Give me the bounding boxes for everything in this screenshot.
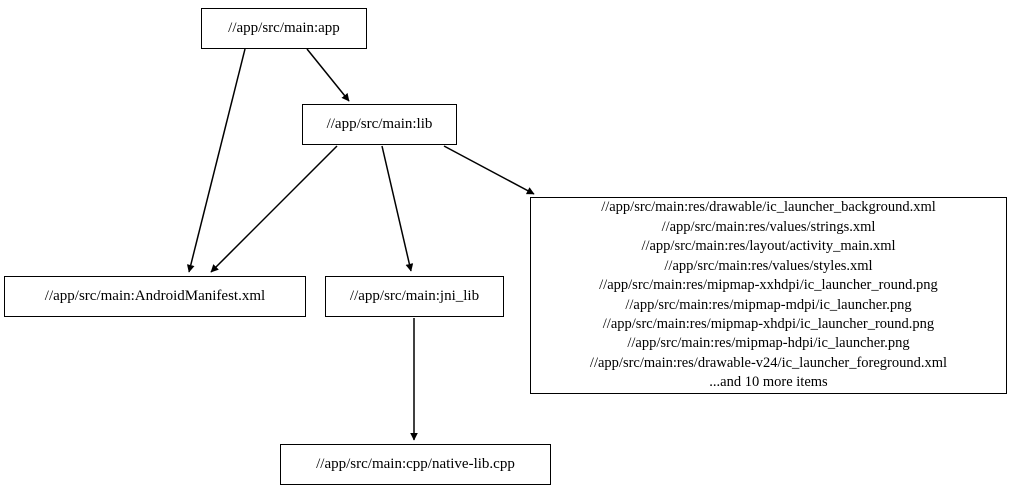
graph-node-res-bundle-label: //app/src/main:res/drawable/ic_launcher_… [589, 199, 948, 391]
graph-node-android-manifest[interactable]: //app/src/main:AndroidManifest.xml [4, 276, 306, 317]
graph-node-app[interactable]: //app/src/main:app [201, 8, 367, 49]
edge-lib-to-manifest [210, 145, 338, 273]
graph-node-native-lib-cpp[interactable]: //app/src/main:cpp/native-lib.cpp [280, 444, 551, 485]
graph-node-jni-lib-label: //app/src/main:jni_lib [349, 287, 480, 304]
edge-lib-to-res [443, 145, 535, 195]
graph-node-lib[interactable]: //app/src/main:lib [302, 104, 457, 145]
edge-app-to-manifest [186, 48, 246, 273]
graph-node-res-bundle[interactable]: //app/src/main:res/drawable/ic_launcher_… [530, 197, 1007, 394]
graph-node-app-label: //app/src/main:app [228, 19, 340, 36]
graph-node-native-lib-cpp-label: //app/src/main:cpp/native-lib.cpp [316, 455, 515, 472]
edge-app-to-lib [306, 48, 350, 102]
edge-lib-to-jni-lib [381, 145, 414, 272]
graph-node-lib-label: //app/src/main:lib [326, 115, 433, 132]
graph-node-jni-lib[interactable]: //app/src/main:jni_lib [325, 276, 504, 317]
graph-node-android-manifest-label: //app/src/main:AndroidManifest.xml [44, 287, 266, 304]
